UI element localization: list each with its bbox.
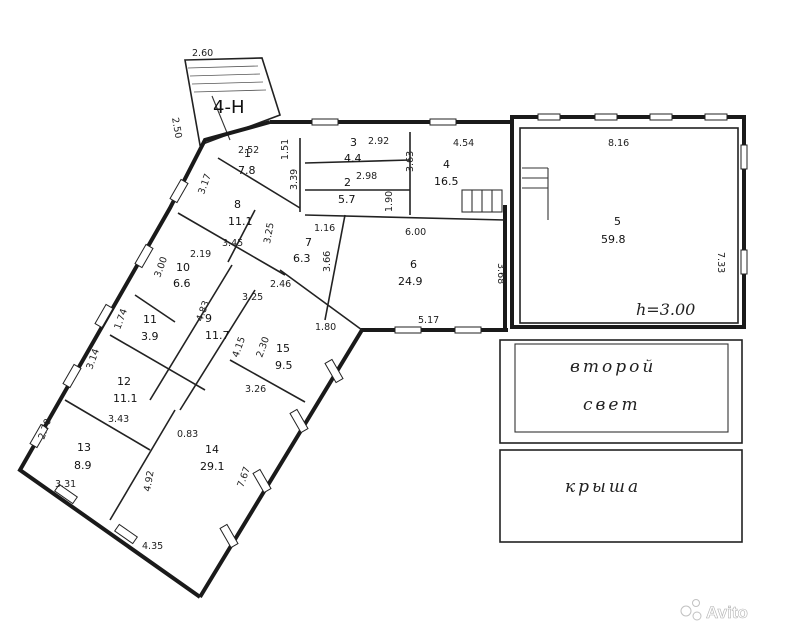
room-6-number: 6 (410, 258, 417, 271)
room-10-number: 10 (176, 261, 190, 274)
room-2-number: 2 (344, 176, 351, 189)
dim-entrance-width: 2.60 (192, 48, 213, 59)
avito-watermark: Avito (680, 599, 748, 622)
room-2-area: 5.7 (338, 193, 356, 206)
room-7-area: 6.3 (293, 252, 311, 265)
room-14-number: 14 (205, 443, 219, 456)
room-13-number: 13 (77, 441, 91, 454)
room-12-area: 11.1 (113, 392, 138, 405)
dim-2-19: 2.19 (190, 249, 211, 260)
dim-3-31: 3.31 (55, 479, 76, 490)
dim-2-92: 2.92 (368, 136, 389, 147)
dim-4-35: 4.35 (142, 541, 163, 552)
room-10-area: 6.6 (173, 277, 191, 290)
room-15-number: 15 (276, 342, 290, 355)
room-6-area: 24.9 (398, 275, 423, 288)
dim-entrance-depth: 2.50 (169, 117, 184, 140)
dim-4-92: 4.92 (142, 470, 157, 493)
dim-1-80: 1.80 (315, 322, 336, 333)
roof-area (499, 449, 743, 543)
room-9-number: 9 (205, 312, 212, 325)
room-14-area: 29.1 (200, 460, 225, 473)
dim-7-33: 7.33 (715, 252, 726, 273)
dim-4-54: 4.54 (453, 138, 474, 149)
dim-4-15: 4.15 (230, 335, 248, 359)
entrance-porch (184, 57, 281, 147)
ceiling-height: h=3.00 (636, 300, 695, 319)
dim-1-16: 1.16 (314, 223, 335, 234)
room-11-number: 11 (143, 313, 157, 326)
dim-3-00: 3.00 (152, 255, 170, 279)
room-3-area: 4.4 (344, 152, 362, 165)
dim-3-17: 3.17 (196, 172, 214, 196)
dim-7-67: 7.67 (235, 465, 253, 489)
dim-3-66: 3.66 (322, 251, 333, 272)
dim-2-46: 2.46 (270, 279, 291, 290)
dim-2-70: 2.70 (36, 417, 54, 441)
room-9-area: 11.7 (205, 329, 230, 342)
second-light-label-1: второй (570, 357, 656, 377)
dim-3-25b: 3.25 (242, 292, 263, 303)
room-8-area: 11.1 (228, 215, 253, 228)
entrance-label: 4-H (213, 97, 244, 118)
roof-label: крыша (565, 477, 641, 497)
stair-symbol (461, 167, 549, 220)
second-light-area (499, 339, 743, 444)
room-4-area: 16.5 (434, 175, 459, 188)
room-5-area: 59.8 (601, 233, 626, 246)
room-8-number: 8 (234, 198, 241, 211)
dim-1-90: 1.90 (384, 191, 395, 212)
dim-3-26: 3.26 (245, 384, 266, 395)
room-13-area: 8.9 (74, 459, 92, 472)
room-5-number: 5 (614, 215, 621, 228)
dim-3-43: 3.43 (108, 414, 129, 425)
dim-1-74: 1.74 (112, 307, 130, 331)
dim-1-51: 1.51 (280, 139, 291, 160)
dim-3-45: 3.45 (222, 238, 243, 249)
room-11-area: 3.9 (141, 330, 159, 343)
dim-3-63: 3.63 (405, 151, 416, 172)
dim-2-52: 2.52 (238, 145, 259, 156)
dim-2-98: 2.98 (356, 171, 377, 182)
dim-3-39: 3.39 (289, 169, 300, 190)
room-7-number: 7 (305, 236, 312, 249)
interior-walls (64, 132, 506, 521)
room-1-number: 1 (244, 147, 251, 160)
room-12-number: 12 (117, 375, 131, 388)
room-4-number: 4 (443, 158, 450, 171)
room-3-number: 3 (350, 136, 357, 149)
windows (29, 113, 748, 549)
dim-3-68: 3.68 (495, 263, 506, 284)
dim-3-25: 3.25 (262, 222, 277, 245)
dim-5-17: 5.17 (418, 315, 439, 326)
dim-0-83: 0.83 (177, 429, 198, 440)
dim-6-00: 6.00 (405, 227, 426, 238)
dim-8-16: 8.16 (608, 138, 629, 149)
dim-2-30: 2.30 (254, 335, 272, 359)
room-1-area: 7.8 (238, 164, 256, 177)
second-light-label-2: свет (583, 395, 641, 415)
watermark-text: Avito (706, 603, 748, 622)
room-15-area: 9.5 (275, 359, 293, 372)
